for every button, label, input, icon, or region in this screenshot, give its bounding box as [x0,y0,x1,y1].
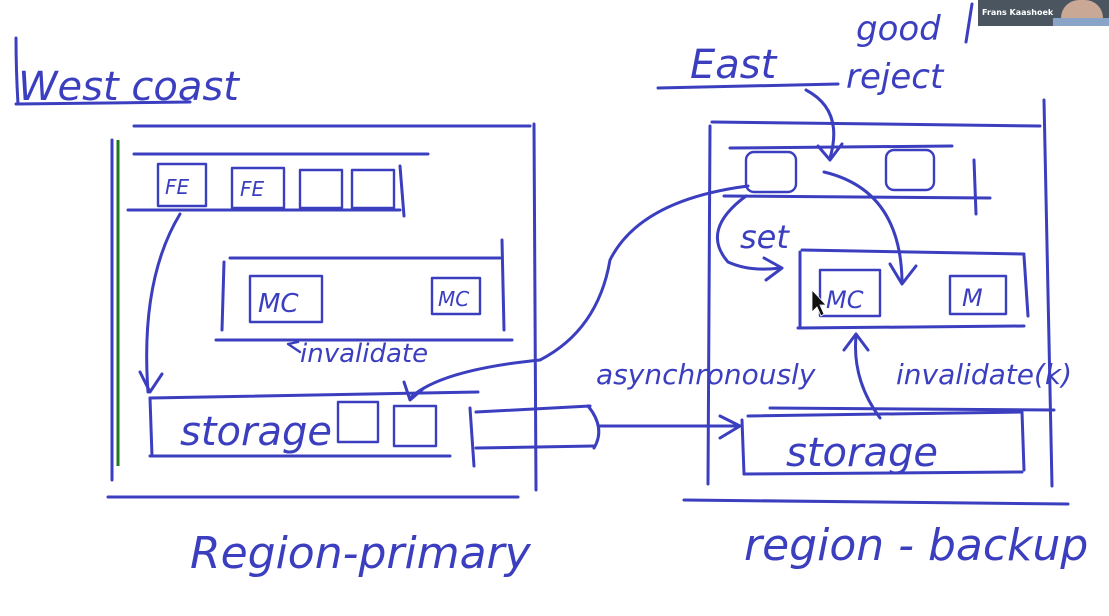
reject-annotation: reject [846,57,945,97]
west-fe-box-1: FE [156,162,208,208]
west-fe-label-2: FE [240,177,265,201]
east-storage-right [1020,410,1026,472]
west-invalidate-label: invalidate [300,339,428,369]
west-label-stroke [14,36,20,106]
fe-to-mc-arrowhead [888,262,918,286]
participant-video-tile[interactable]: Frans Kaashoek [978,0,1109,26]
east-storage-bottom [742,470,1024,476]
west-storage-label: storage [180,409,332,455]
east-label-underline [656,82,840,90]
west-mc-row-left [220,260,226,332]
east-fe-row-end [972,158,978,216]
east-mc-label-1: MC [826,286,864,314]
west-fe-label-1: FE [165,175,190,199]
good-annotation-stroke [964,2,974,44]
west-mc-box-1: MC [248,274,324,324]
fe-to-storage-arrowhead [138,370,164,394]
participant-video-shirt [1053,18,1109,26]
east-storage-label: storage [786,430,938,476]
east-mc-box-1: MC [818,268,882,318]
reject-arrow [804,88,836,160]
east-fe-box-2 [884,148,936,192]
east-fe-row-top [728,144,954,150]
east-region-left [706,124,712,486]
east-region-label: region - backup [744,520,1088,571]
east-storage-top [746,410,1024,418]
set-arrowhead [762,256,784,282]
fe-to-storage-arrow [145,212,182,394]
reject-arrowhead [816,142,844,162]
east-storage-left [740,418,746,476]
west-fe-box-2: FE [230,166,286,210]
east-mc-row-top [800,248,1026,256]
east-mc-box-2: M [948,274,1008,316]
west-fe-box-4 [350,168,396,210]
good-annotation: good [856,9,941,49]
participant-name-label: Frans Kaashoek [982,8,1054,17]
west-storage-item-2 [392,404,438,448]
invalidate-k-arrowhead [842,332,870,352]
invalidate-k-arrow [854,334,882,420]
fe-to-mc-arrow [822,170,904,282]
east-fe-to-west-storage-path [408,184,750,400]
west-mc-row-right [500,238,506,332]
west-storage-top [148,390,480,400]
east-fe-box-1 [744,150,798,194]
set-arrow [715,194,782,271]
west-label-underline [14,100,192,106]
east-mc-row-right [1022,254,1030,318]
west-region-right [532,122,538,492]
east-fe-row-bottom [722,194,992,200]
replication-curve [586,404,601,450]
replication-arrowhead [718,414,742,440]
west-storage-end [468,406,476,468]
west-region-label: Region-primary [190,528,532,579]
east-storage-separator [768,406,1056,412]
east-mc-row-bottom [796,324,1026,330]
west-mc-label-1: MC [258,289,299,319]
west-mc-label-2: MC [438,287,469,311]
east-region-bottom [682,498,1070,506]
async-label: asynchronously [596,358,816,391]
west-invalidate-arrow [286,340,302,354]
invalidate-k-label: invalidate(k) [896,358,1072,391]
east-region-right [1042,98,1054,488]
set-label: set [740,218,790,256]
west-fe-box-3 [298,168,344,210]
west-fe-row-end [398,164,406,218]
replication-line-top [474,404,592,414]
east-region-top [710,120,1042,128]
west-storage-left [148,396,154,458]
mouse-pointer-icon [811,288,827,317]
east-mc-label-2: M [962,284,983,312]
replication-line-bottom [474,444,596,450]
east-label: East [690,42,778,88]
west-mc-box-2: MC [430,276,482,316]
east-fe-to-west-storage-arrowhead [402,380,426,402]
west-storage-item-1 [336,400,380,444]
